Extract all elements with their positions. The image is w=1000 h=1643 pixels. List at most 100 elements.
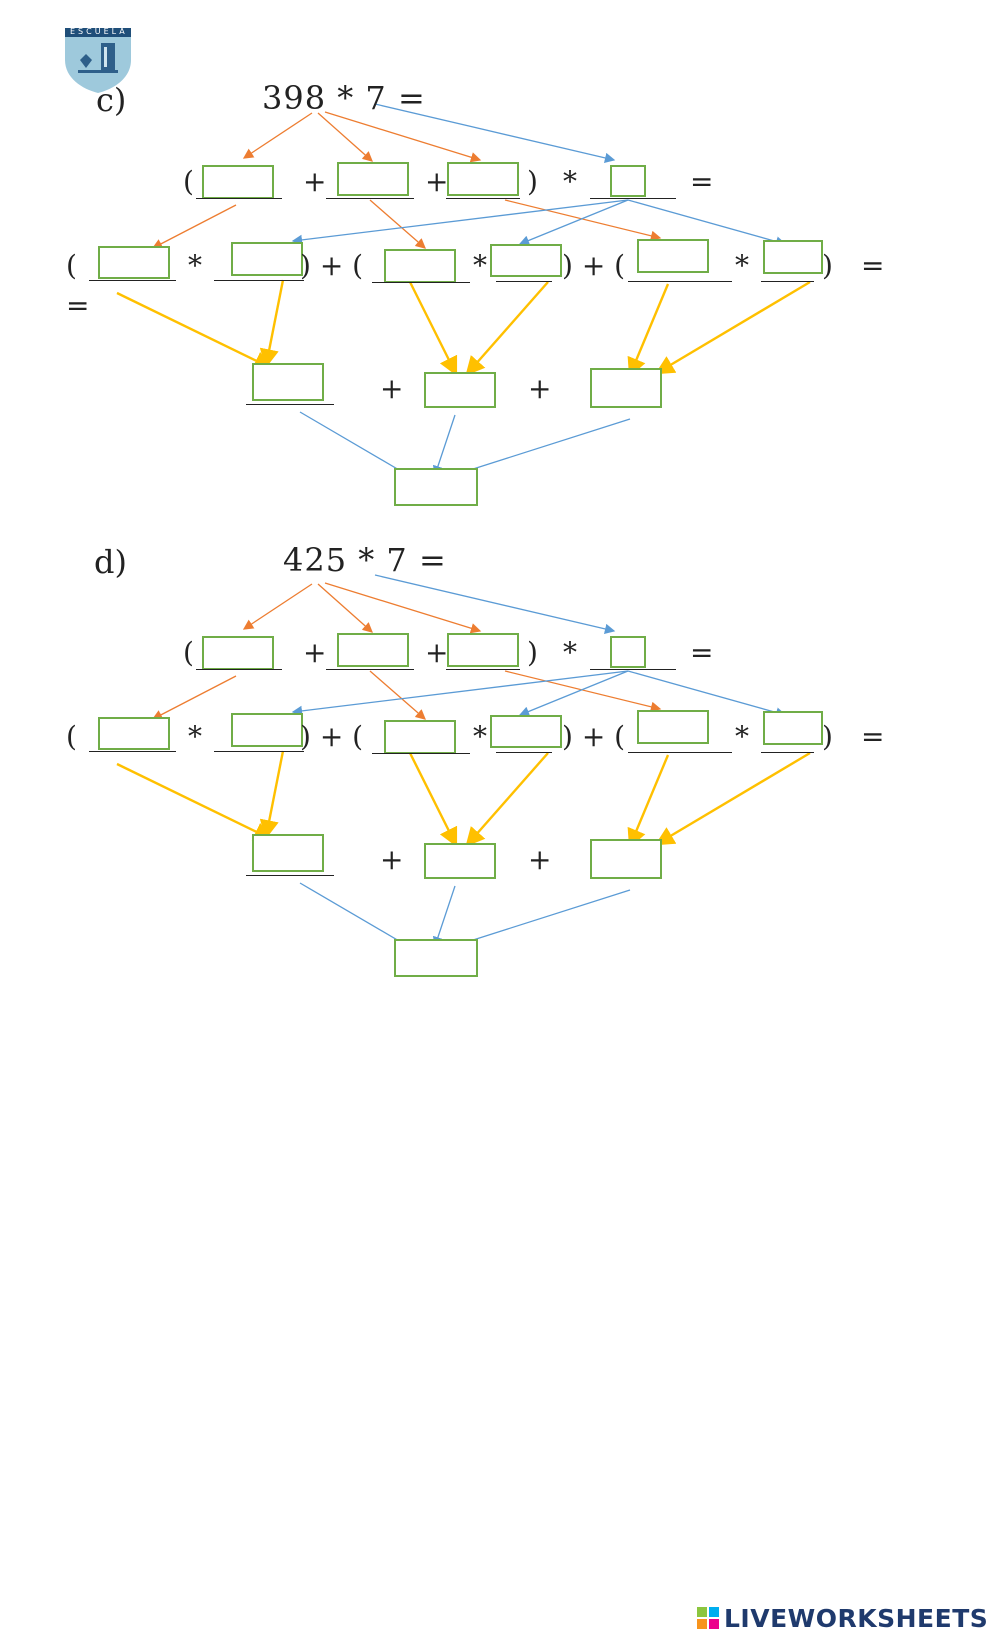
answer-box-factor[interactable] <box>231 242 303 276</box>
times-sign: * <box>473 720 487 753</box>
times-sign: * <box>473 249 487 282</box>
answer-box-factor[interactable] <box>490 244 562 277</box>
answer-box-multiplier[interactable] <box>610 636 646 668</box>
answer-box-units[interactable] <box>447 162 519 196</box>
answer-box-factor[interactable] <box>384 720 456 754</box>
answer-box-product[interactable] <box>590 368 662 408</box>
arrow-orange <box>317 112 373 162</box>
blank-line <box>761 752 814 753</box>
arrow-yellow <box>116 762 274 841</box>
liveworksheets-logo-icon <box>697 1607 719 1629</box>
answer-box-hundreds[interactable] <box>202 636 274 670</box>
arrow-blue <box>299 411 413 478</box>
arrow-yellow <box>654 280 811 375</box>
answer-box-product[interactable] <box>424 372 496 408</box>
times-sign: * <box>563 165 577 198</box>
answer-box-factor[interactable] <box>231 713 303 747</box>
answer-box-units[interactable] <box>447 633 519 667</box>
answer-box-product[interactable] <box>252 363 324 401</box>
blank-line <box>446 669 520 670</box>
blank-line <box>246 875 334 876</box>
plus-sign: + <box>303 636 327 669</box>
answer-box-tens[interactable] <box>337 162 409 196</box>
plus-sign: + <box>425 636 449 669</box>
arrow-blue <box>291 199 629 246</box>
arrow-blue <box>432 414 456 477</box>
times-sign: * <box>735 720 749 753</box>
answer-box-factor[interactable] <box>637 239 709 273</box>
blank-line <box>628 281 732 282</box>
plus-sign: + <box>303 165 327 198</box>
plus-sign: + <box>528 843 552 876</box>
open-paren: ( <box>183 636 194 669</box>
arrow-yellow <box>627 283 670 378</box>
arrow-orange <box>324 111 482 163</box>
arrow-blue <box>374 574 616 634</box>
equals-sign: = <box>861 720 885 753</box>
blank-line <box>326 669 414 670</box>
close-plus-open: ) + ( <box>300 249 364 282</box>
answer-box-factor[interactable] <box>98 246 170 279</box>
arrow-yellow <box>259 750 285 840</box>
arrow-orange <box>317 583 373 633</box>
blank-line <box>372 282 470 283</box>
answer-box-total[interactable] <box>394 939 478 977</box>
answer-box-factor[interactable] <box>490 715 562 748</box>
open-paren: ( <box>183 165 194 198</box>
answer-box-factor[interactable] <box>98 717 170 750</box>
open-paren: ( <box>66 720 77 753</box>
arrow-blue <box>446 889 631 951</box>
answer-box-factor[interactable] <box>384 249 456 283</box>
equals-sign: = <box>66 289 90 322</box>
arrow-yellow <box>627 754 670 849</box>
arrow-orange <box>151 204 237 249</box>
arrow-yellow <box>465 752 549 847</box>
blank-line <box>446 198 520 199</box>
arrow-orange <box>369 199 426 249</box>
arrow-orange <box>151 675 237 720</box>
plus-sign: + <box>380 843 404 876</box>
exercise-c: c) 398 * 7 = ( + + ) * = ( * ) + ( * ) +… <box>0 0 1000 520</box>
answer-box-product[interactable] <box>590 839 662 879</box>
equals-sign: = <box>690 165 714 198</box>
logo-text: ESCUELA <box>70 27 128 36</box>
arrow-blue <box>291 670 629 717</box>
answer-box-product[interactable] <box>424 843 496 879</box>
answer-box-total[interactable] <box>394 468 478 506</box>
blank-line <box>89 280 176 281</box>
close-paren: ) <box>822 720 833 753</box>
arrow-yellow <box>408 281 458 377</box>
plus-sign: + <box>425 165 449 198</box>
equals-sign: = <box>690 636 714 669</box>
exercise-expression: 398 * 7 = <box>262 79 426 117</box>
answer-box-factor[interactable] <box>637 710 709 744</box>
times-sign: * <box>188 249 202 282</box>
exercise-expression: 425 * 7 = <box>283 541 447 579</box>
arrow-orange <box>324 582 482 634</box>
arrow-blue <box>518 199 629 246</box>
exercise-label: d) <box>94 543 127 581</box>
arrow-yellow <box>116 291 274 370</box>
arrow-orange <box>242 112 313 159</box>
exercise-d: d) 425 * 7 = ( + + ) * = ( * ) + ( * ) +… <box>0 471 1000 991</box>
blank-line <box>89 751 176 752</box>
answer-box-factor[interactable] <box>763 711 823 745</box>
answer-box-hundreds[interactable] <box>202 165 274 199</box>
arrow-blue <box>446 418 631 480</box>
answer-box-product[interactable] <box>252 834 324 872</box>
answer-box-multiplier[interactable] <box>610 165 646 197</box>
answer-box-factor[interactable] <box>763 240 823 274</box>
blank-line <box>196 198 282 199</box>
answer-box-tens[interactable] <box>337 633 409 667</box>
arrow-orange <box>242 583 313 630</box>
times-sign: * <box>188 720 202 753</box>
arrow-yellow <box>259 279 285 369</box>
blank-line <box>326 198 414 199</box>
arrow-yellow <box>654 751 811 846</box>
equals-sign: = <box>861 249 885 282</box>
arrow-orange <box>369 670 426 720</box>
blank-line <box>372 753 470 754</box>
blank-line <box>196 669 282 670</box>
blank-line <box>246 404 334 405</box>
